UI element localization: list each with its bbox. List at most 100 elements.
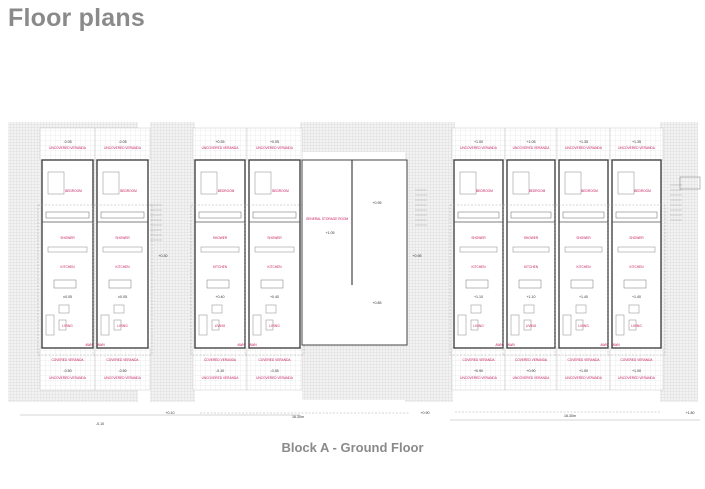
level-mark: +1.40 [632, 295, 641, 299]
kitchen-counter [254, 246, 295, 253]
bed [459, 171, 477, 195]
sofa [252, 314, 262, 336]
level-mark: -0.50 [63, 369, 71, 373]
door-tag: AWN [612, 343, 620, 347]
coffee-table [575, 319, 584, 331]
sofa [615, 314, 625, 336]
roof-outline [92, 204, 153, 356]
armchair [58, 304, 70, 314]
room-label-shower: SHOWER [629, 236, 644, 240]
top-veranda [504, 127, 558, 161]
room-label-uncovered-veranda: UNCOVERED VERANDA [256, 146, 294, 150]
level-mark: +1.35 [579, 140, 588, 144]
wardrobe [198, 211, 242, 219]
unit-walls [611, 159, 662, 349]
door-tag: AWN [495, 343, 503, 347]
coffee-table [628, 319, 637, 331]
room-label-bedroom: BEDROOM [529, 189, 546, 193]
room-label-shower: SHOWER [115, 236, 130, 240]
room-label-uncovered-veranda: UNCOVERED VERANDA [618, 376, 656, 380]
level-mark: +1.10 [526, 295, 535, 299]
kitchen-island [623, 279, 647, 289]
room-label-kitchen: KITCHEN [472, 265, 487, 269]
room-label-uncovered-veranda: UNCOVERED VERANDA [513, 146, 551, 150]
coffee-table [211, 319, 220, 331]
unit-walls [194, 159, 246, 349]
room-label-covered-veranda: COVERED VERANDA [515, 358, 548, 362]
bed [564, 171, 582, 195]
level-mark: +1.00 [632, 369, 641, 373]
level-mark: +0.90 [474, 369, 483, 373]
wardrobe [510, 211, 552, 219]
room-label-bedroom: BEDROOM [65, 189, 82, 193]
room-label-covered-veranda: COVERED VERANDA [204, 358, 237, 362]
room-label-covered-veranda: COVERED VERANDA [51, 358, 84, 362]
room-label-bedroom: BEDROOM [581, 189, 598, 193]
kitchen-counter [459, 246, 498, 253]
level-mark: +0.05 [270, 140, 279, 144]
bed [47, 171, 65, 195]
door-tag: AWN [249, 343, 257, 347]
sofa [510, 314, 520, 336]
room-label-uncovered-veranda: UNCOVERED VERANDA [565, 376, 603, 380]
level-mark: +1.10 [474, 295, 483, 299]
room-label-uncovered-veranda: UNCOVERED VERANDA [618, 146, 656, 150]
room-label-uncovered-veranda: UNCOVERED VERANDA [49, 376, 87, 380]
top-veranda [94, 127, 151, 161]
kitchen-island [206, 279, 230, 289]
room-label-covered-veranda: COVERED VERANDA [620, 358, 653, 362]
coffee-table [58, 319, 67, 331]
room-label-bedroom: BEDROOM [272, 189, 289, 193]
level-mark: -0.10 [216, 369, 224, 373]
level-mark: +0.90 [420, 411, 429, 415]
room-label-uncovered-veranda: UNCOVERED VERANDA [104, 146, 142, 150]
wardrobe [252, 211, 297, 219]
level-mark: -0.05 [118, 140, 126, 144]
unit-walls [506, 159, 556, 349]
room-label-uncovered-veranda: UNCOVERED VERANDA [104, 376, 142, 380]
room-label-shower: SHOWER [267, 236, 282, 240]
page-title: Floor plans [8, 4, 145, 32]
bottom-veranda [504, 347, 558, 391]
armchair [113, 304, 125, 314]
drawing-caption: Block A - Ground Floor [281, 440, 424, 455]
armchair [265, 304, 277, 314]
room-label-shower: SHOWER [471, 236, 486, 240]
room-label-kitchen: KITCHEN [268, 265, 283, 269]
armchair [628, 304, 640, 314]
room-label-kitchen: KITCHEN [61, 265, 76, 269]
level-mark: +1.00 [474, 140, 483, 144]
wardrobe [100, 211, 145, 219]
bed [617, 171, 635, 195]
armchair [523, 304, 535, 314]
kitchen-island [518, 279, 542, 289]
kitchen-counter [512, 246, 550, 253]
room-label-shower: SHOWER [576, 236, 591, 240]
room-label-living: LIVING [578, 324, 589, 328]
unit-walls [453, 159, 504, 349]
storage-block-walls [301, 159, 408, 346]
door-tag: AWN [85, 343, 93, 347]
kitchen-island [108, 279, 132, 289]
landscape-hatch [150, 122, 195, 402]
wardrobe [562, 211, 605, 219]
room-label-uncovered-veranda: UNCOVERED VERANDA [49, 146, 87, 150]
level-mark: +1.35 [632, 140, 641, 144]
room-label-uncovered-veranda: UNCOVERED VERANDA [513, 376, 551, 380]
room-label-uncovered-veranda: UNCOVERED VERANDA [202, 376, 240, 380]
dimension-label: 16.30m [564, 414, 576, 418]
door-tag: AWN [507, 343, 515, 347]
armchair [575, 304, 587, 314]
level-mark: -0.35 [270, 369, 278, 373]
room-label-bedroom: BEDROOM [634, 189, 651, 193]
top-veranda [192, 127, 248, 161]
level-mark: +0.95 [412, 254, 421, 258]
room-label-uncovered-veranda: UNCOVERED VERANDA [460, 376, 498, 380]
room-label-kitchen: KITCHEN [116, 265, 131, 269]
landscape-hatch [302, 345, 410, 400]
coffee-table [265, 319, 274, 331]
sofa [45, 314, 55, 336]
level-mark: +1.00 [579, 369, 588, 373]
wardrobe [457, 211, 500, 219]
